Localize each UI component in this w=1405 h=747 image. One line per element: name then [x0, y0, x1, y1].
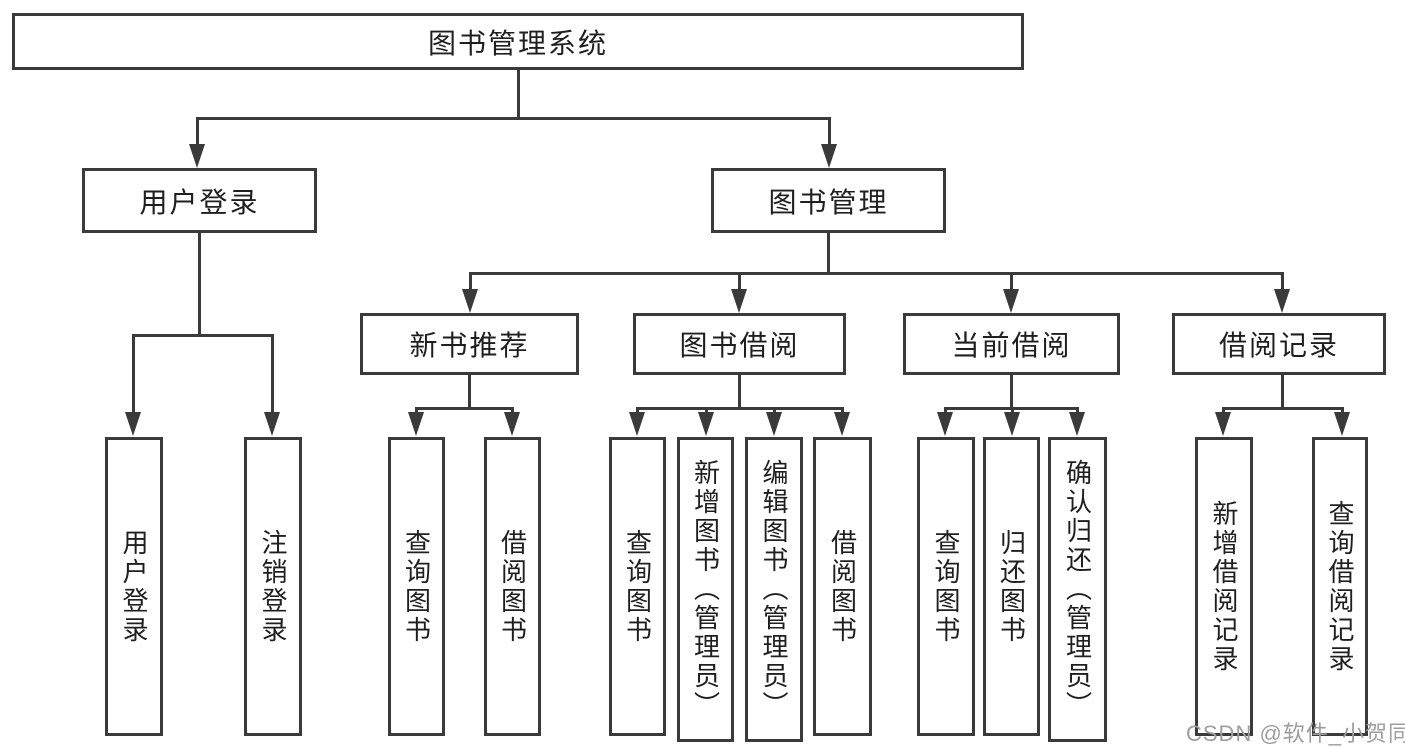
connector-stem [841, 407, 844, 415]
leaf-logout: 注销登录 [244, 437, 302, 736]
connector-vline [198, 233, 201, 334]
node-label: 查询图书 [931, 528, 961, 645]
connector-stem [196, 117, 199, 146]
node-library-management-system: 图书管理系统 [12, 13, 1024, 70]
node-label: 用户登录 [119, 528, 149, 645]
connector-vline [517, 70, 520, 117]
connector-vline [1010, 375, 1013, 407]
arrowhead-down-icon [766, 412, 782, 436]
node-borrowing-records: 借阅记录 [1172, 313, 1386, 375]
node-label: 查询图书 [622, 528, 653, 645]
node-label: 注销登录 [258, 528, 288, 645]
connector-stem [828, 117, 831, 146]
connector-stem [1281, 272, 1284, 291]
arrowhead-down-icon [189, 144, 205, 168]
leaf-add-book-admin: 新增图书（管理员） [677, 437, 734, 742]
node-current-borrowing: 当前借阅 [903, 313, 1120, 375]
node-label: 借阅图书 [497, 528, 528, 645]
node-label: 确认归还（管理员） [1062, 459, 1093, 720]
connector-hline [1222, 407, 1344, 410]
leaf-user-login: 用户登录 [105, 437, 163, 736]
node-label: 图书管理系统 [427, 27, 608, 59]
leaf-borrow-books-recommend: 借阅图书 [484, 437, 541, 736]
connector-stem [1222, 407, 1225, 415]
leaf-query-books-borrowing: 查询图书 [609, 437, 666, 736]
arrowhead-down-icon [504, 412, 520, 436]
leaf-return-books: 归还图书 [983, 437, 1040, 736]
node-label: 新增图书（管理员） [690, 459, 721, 720]
node-label: 查询图书 [401, 528, 432, 645]
arrowhead-down-icon [264, 412, 280, 436]
node-label: 新书推荐 [409, 330, 530, 361]
node-label: 查询借阅记录 [1325, 499, 1355, 674]
arrowhead-down-icon [1069, 412, 1085, 436]
leaf-borrow-books: 借阅图书 [813, 437, 872, 736]
node-label: 用户登录 [139, 186, 260, 218]
node-label: 当前借阅 [951, 330, 1072, 361]
leaf-query-borrow-record: 查询借阅记录 [1312, 437, 1368, 736]
connector-hline [415, 407, 513, 410]
node-user-login: 用户登录 [82, 168, 317, 233]
node-label: 图书借阅 [679, 330, 800, 361]
connector-stem [1011, 407, 1014, 415]
arrowhead-down-icon [1003, 289, 1019, 313]
arrowhead-down-icon [125, 412, 141, 436]
connector-stem [1076, 407, 1079, 415]
connector-stem [773, 407, 776, 415]
leaf-add-borrow-record: 新增借阅记录 [1195, 437, 1253, 736]
node-label: 新增借阅记录 [1209, 499, 1239, 674]
arrowhead-down-icon [698, 412, 714, 436]
arrowhead-down-icon [462, 289, 478, 313]
connector-stem [511, 407, 514, 415]
node-book-management: 图书管理 [711, 168, 946, 233]
leaf-confirm-return-admin: 确认归还（管理员） [1048, 437, 1107, 742]
arrowhead-down-icon [1274, 289, 1290, 313]
node-new-book-recommendation: 新书推荐 [360, 313, 579, 375]
connector-hline [132, 334, 273, 337]
connector-stem [636, 407, 639, 415]
connector-vline [468, 375, 471, 407]
node-label: 借阅记录 [1218, 330, 1339, 361]
leaf-query-books-recommend: 查询图书 [388, 437, 445, 736]
arrowhead-down-icon [1215, 412, 1231, 436]
connector-stem [469, 272, 472, 291]
connector-stem [944, 407, 947, 415]
connector-stem [705, 407, 708, 415]
leaf-edit-book-admin: 编辑图书（管理员） [745, 437, 803, 742]
connector-hline [636, 407, 842, 410]
connector-stem [415, 407, 418, 415]
arrowhead-down-icon [629, 412, 645, 436]
node-book-borrowing: 图书借阅 [633, 313, 846, 375]
connector-vline [1281, 375, 1284, 407]
connector-stem [738, 272, 741, 291]
connector-vline [738, 375, 741, 407]
connector-stem [1010, 272, 1013, 291]
node-label: 编辑图书（管理员） [759, 459, 789, 720]
arrowhead-down-icon [1334, 412, 1350, 436]
connector-hline [469, 272, 1283, 275]
arrowhead-down-icon [937, 412, 953, 436]
connector-stem [1341, 407, 1344, 415]
arrowhead-down-icon [408, 412, 424, 436]
arrowhead-down-icon [731, 289, 747, 313]
node-label: 归还图书 [996, 528, 1027, 645]
arrowhead-down-icon [821, 144, 837, 168]
leaf-query-books-current: 查询图书 [917, 437, 975, 736]
connector-hline [196, 117, 830, 120]
connector-stem [271, 334, 274, 414]
connector-vline [827, 233, 830, 272]
arrowhead-down-icon [1004, 412, 1020, 436]
connector-stem [132, 334, 135, 414]
arrowhead-down-icon [834, 412, 850, 436]
node-label: 图书管理 [768, 186, 889, 218]
csdn-watermark: CSDN @软件_小贺同学 [1186, 721, 1405, 746]
node-label: 借阅图书 [827, 528, 858, 645]
